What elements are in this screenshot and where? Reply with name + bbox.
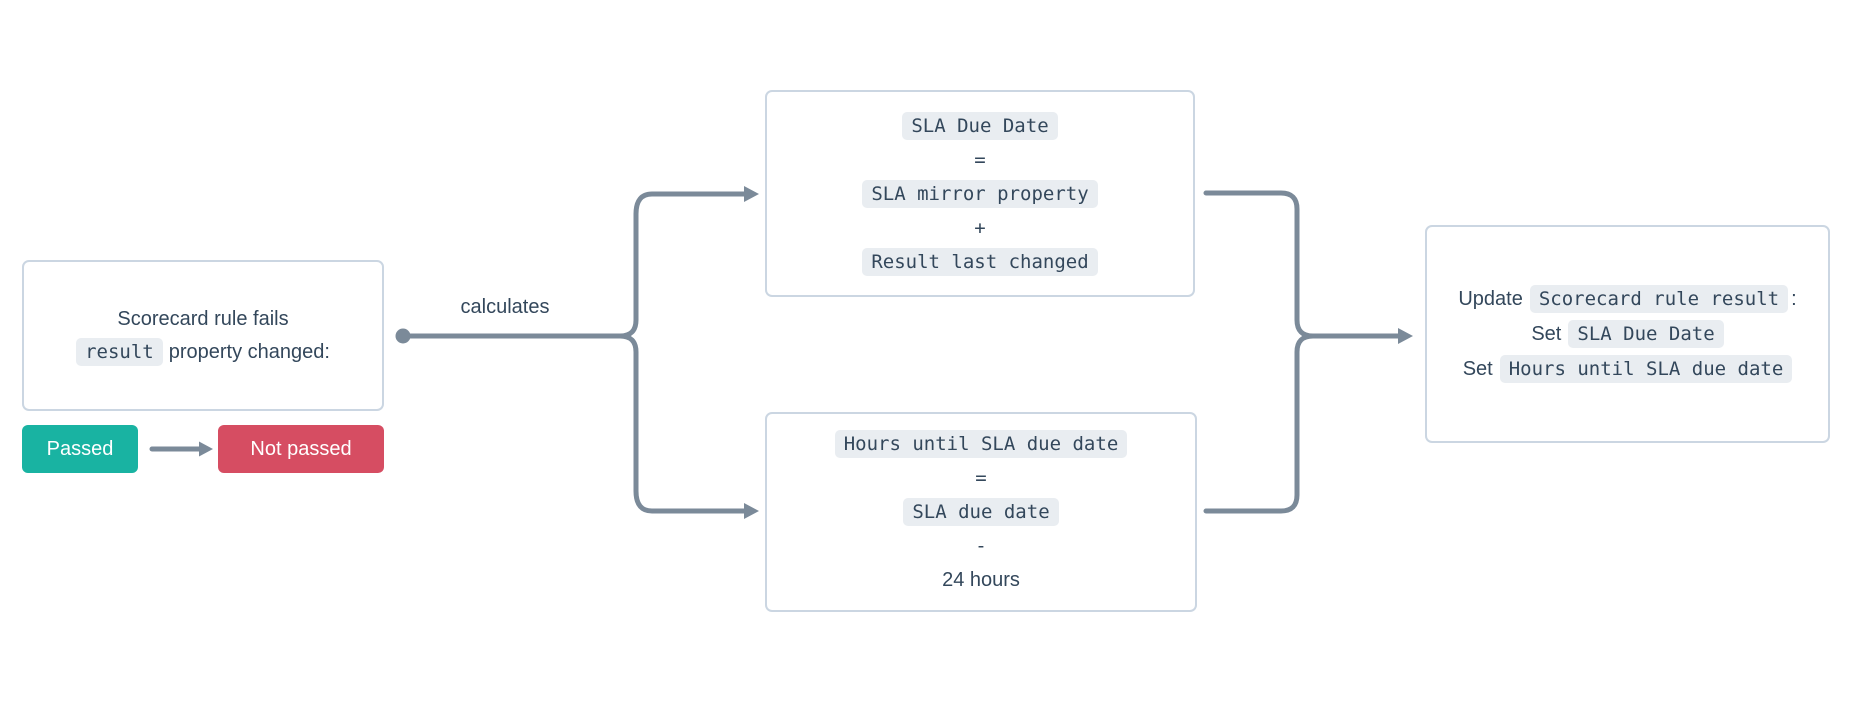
sla-due-date-code-badge: SLA Due Date	[902, 111, 1058, 140]
merge-arrowhead	[1398, 328, 1413, 344]
not-passed-badge: Not passed	[218, 425, 384, 473]
sla-due-date-lower-code-badge: SLA due date	[903, 498, 1059, 526]
edge-label-calculates: calculates	[460, 296, 550, 318]
fork-bottom-arrowhead	[744, 503, 759, 519]
merge-bottom-path	[1203, 333, 1401, 514]
minus-operator: -	[975, 535, 987, 557]
not-passed-badge-label: Not passed	[250, 437, 352, 460]
trigger-card: Scorecard rule fails result property cha…	[22, 260, 384, 411]
plus-operator: +	[974, 216, 986, 239]
fork-bottom-path	[403, 333, 747, 514]
action-line3-prefix: Set	[1462, 357, 1493, 380]
trigger-line1: Scorecard rule fails	[117, 303, 288, 336]
scorecard-rule-result-code-badge: Scorecard rule result	[1529, 285, 1789, 313]
trigger-result-code-badge: result	[76, 338, 163, 366]
hours-until-sla-formula-card: Hours until SLA due date = SLA due date …	[765, 412, 1197, 612]
action-line1-suffix: :	[1791, 287, 1797, 310]
passed-transition-arrowhead	[199, 441, 213, 457]
passed-badge: Passed	[22, 425, 138, 473]
trigger-line1-text: Scorecard rule fails	[117, 307, 289, 330]
update-action-card: Update Scorecard rule result : Set SLA D…	[1425, 225, 1830, 443]
sla-mirror-property-code-badge: SLA mirror property	[862, 179, 1098, 208]
connector-dot	[395, 328, 411, 344]
equals-operator: =	[975, 467, 987, 489]
set-hours-until-sla-code-badge: Hours until SLA due date	[1499, 355, 1793, 383]
action-line3: Set Hours until SLA due date	[1463, 352, 1793, 387]
trigger-line2-text: property changed:	[168, 340, 330, 363]
sla-due-date-formula-card: SLA Due Date = SLA mirror property + Res…	[765, 90, 1195, 297]
result-last-changed-code-badge: Result last changed	[862, 247, 1098, 276]
action-line1-prefix: Update	[1458, 287, 1523, 310]
24-hours-text: 24 hours	[942, 568, 1020, 591]
hours-until-sla-code-badge: Hours until SLA due date	[834, 430, 1128, 458]
equals-operator: =	[974, 148, 986, 171]
trigger-line2: result property changed:	[76, 336, 330, 369]
set-sla-due-date-code-badge: SLA Due Date	[1568, 320, 1724, 348]
action-line1: Update Scorecard rule result :	[1458, 282, 1797, 317]
fork-top-arrowhead	[744, 186, 759, 202]
passed-badge-label: Passed	[46, 437, 114, 460]
action-line2-prefix: Set	[1531, 322, 1562, 345]
merge-top-path	[1203, 190, 1401, 339]
action-line2: Set SLA Due Date	[1531, 317, 1724, 352]
